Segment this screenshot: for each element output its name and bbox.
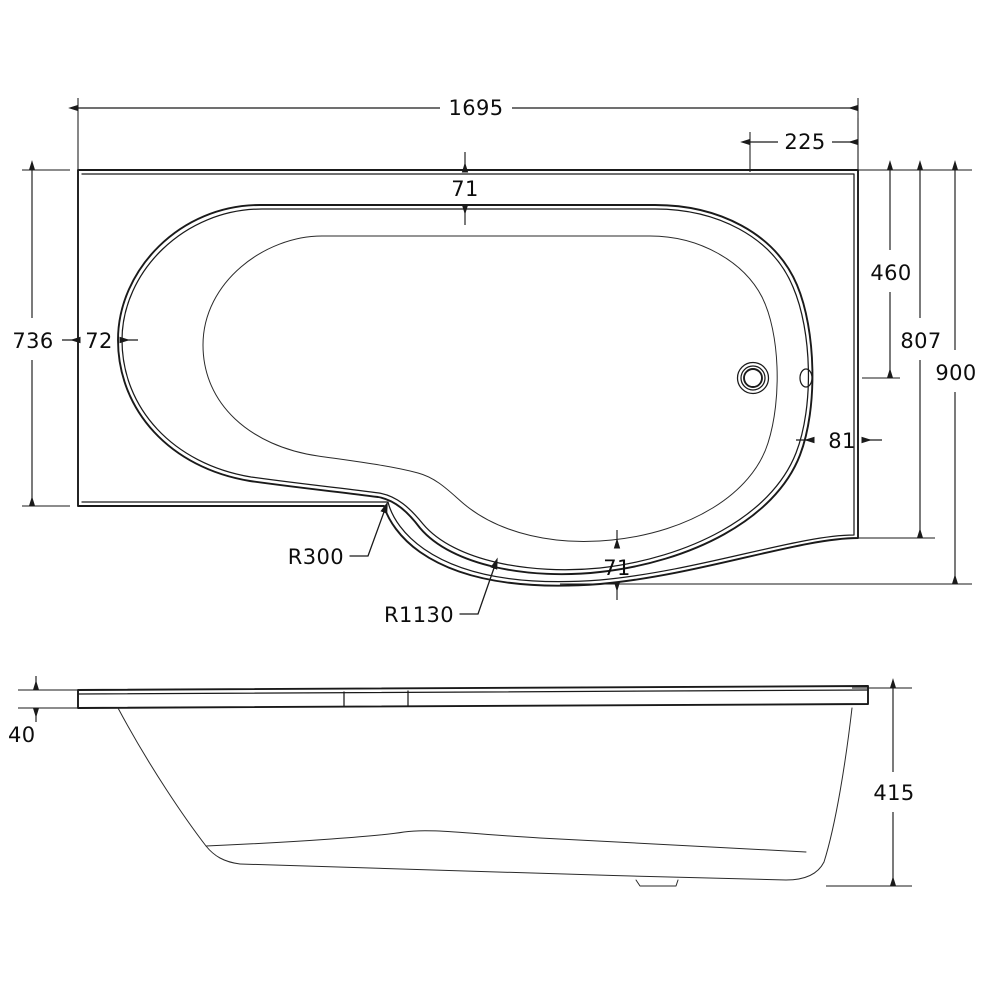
dimension-label-460: 460 — [870, 261, 911, 285]
radius-label-r1130: R1130 — [384, 603, 454, 627]
dimension-label-900: 900 — [935, 361, 976, 385]
radius-callout-r1130: R1130 — [384, 557, 498, 627]
bath-outer-outline — [77, 169, 859, 587]
dimension-label-72: 72 — [85, 329, 113, 353]
dimension-overall-width: 900 — [560, 160, 976, 585]
dimension-label-225: 225 — [784, 130, 825, 154]
dimension-label-1695: 1695 — [448, 96, 503, 120]
dimension-rim-thickness: 40 — [8, 676, 80, 747]
dimension-label-40: 40 — [8, 723, 36, 747]
dimension-label-807: 807 — [900, 329, 941, 353]
radius-callout-r300: R300 — [288, 501, 388, 569]
bath-bowl-inner-curve — [202, 235, 778, 542]
section-tub-body — [117, 707, 853, 887]
dimension-overall-length: 1695 — [68, 96, 859, 172]
dimension-label-71-top: 71 — [451, 177, 479, 201]
dimension-right-offset: 225 — [740, 118, 859, 172]
dimension-rim-top: 71 — [451, 152, 479, 225]
dimension-label-71-bottom: 71 — [603, 556, 631, 580]
bath-rim-inner-line — [81, 173, 855, 583]
dimension-label-415: 415 — [873, 781, 914, 805]
dimension-inner-depth: 460 — [858, 160, 911, 379]
overflow-hole — [799, 368, 813, 388]
dimension-rim-left: 72 — [62, 329, 138, 353]
dimension-rim-right: 81 — [796, 429, 882, 453]
dimension-rim-bottom: 71 — [603, 530, 631, 600]
plan-view-group: 1695 225 71 71 736 — [12, 96, 976, 627]
dimension-bath-height: 415 — [826, 678, 914, 887]
drain-outlet — [736, 361, 770, 395]
dimension-body-width: 736 — [12, 160, 70, 507]
section-rim-slab — [77, 685, 869, 709]
radius-label-r300: R300 — [288, 545, 344, 569]
dimension-bulge-width: 807 — [858, 160, 941, 539]
bath-well-outer-curve — [117, 204, 814, 576]
dimension-label-81: 81 — [828, 429, 856, 453]
section-view-group: 40 415 — [8, 676, 914, 887]
dimension-label-736: 736 — [12, 329, 53, 353]
